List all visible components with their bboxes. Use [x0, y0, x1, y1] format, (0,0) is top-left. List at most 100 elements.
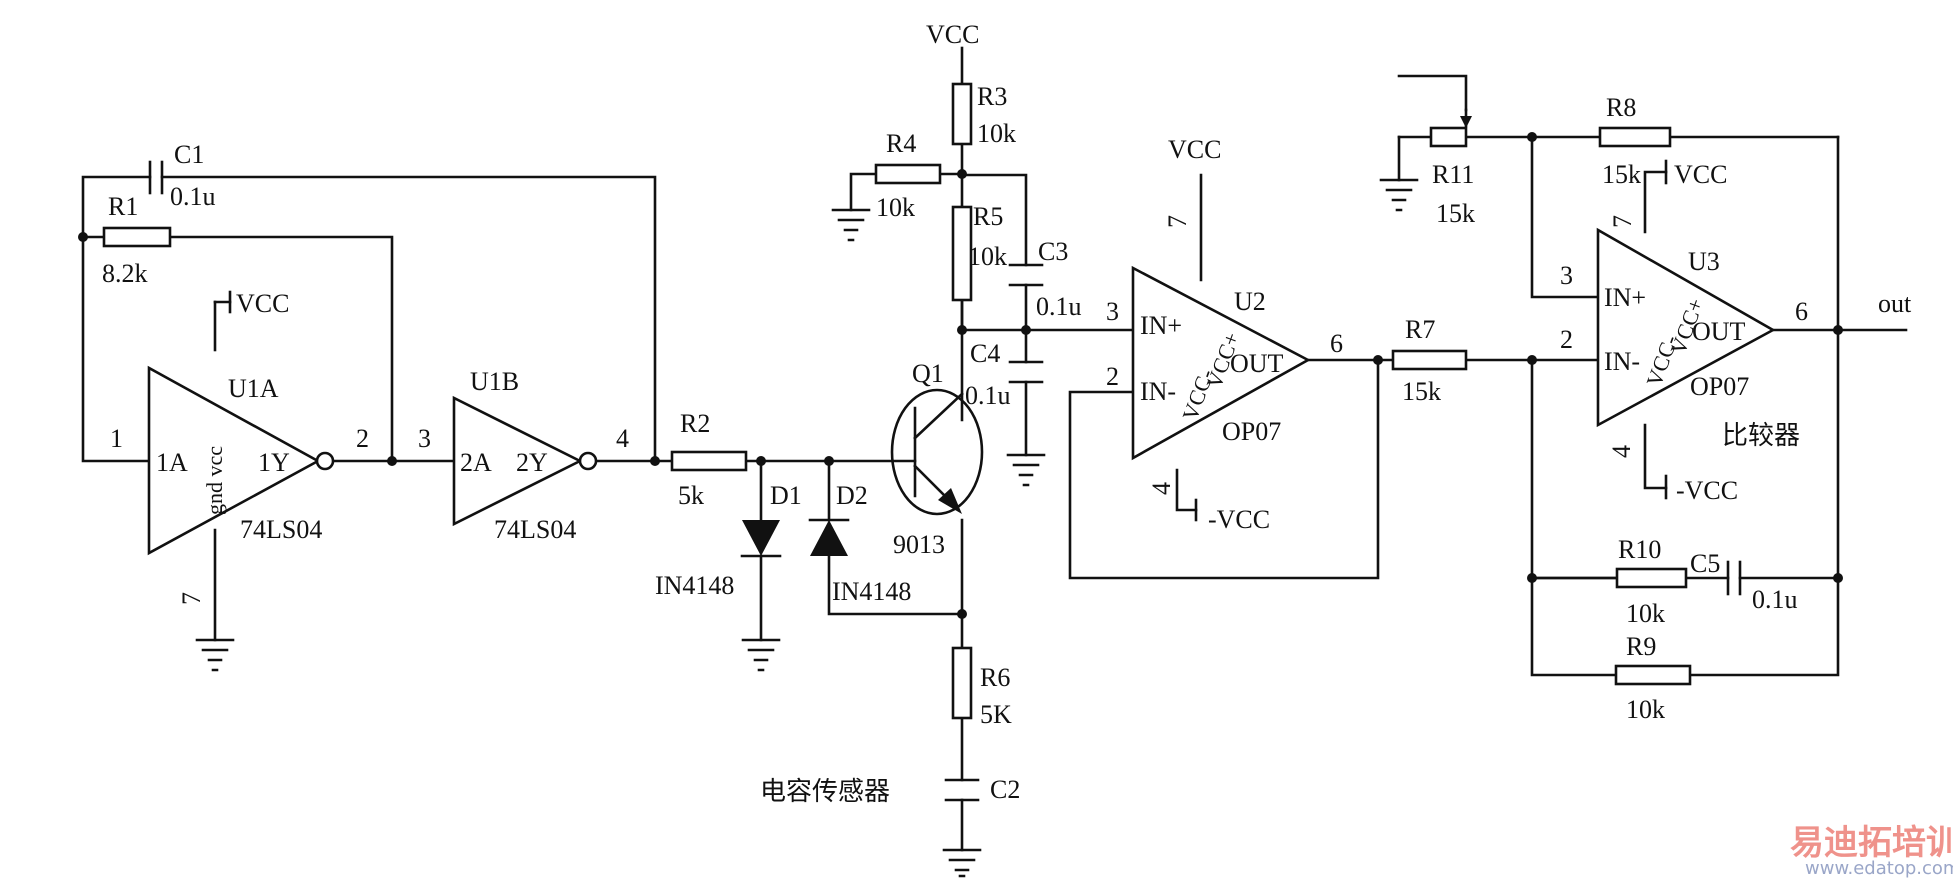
u1b-pin-4: 4 — [616, 424, 629, 453]
d1-part: IN4148 — [655, 571, 734, 600]
u1a-pin-out: 1Y — [258, 448, 290, 477]
r4-value: 10k — [876, 193, 915, 222]
resistor-r8 — [1598, 126, 1672, 148]
c3-value: 0.1u — [1036, 292, 1082, 321]
u1a-power-pins: gnd vcc — [202, 446, 227, 515]
u2-vcc-label: VCC — [1168, 135, 1221, 164]
junction-dot — [957, 169, 967, 179]
capacitor-c2 — [944, 778, 980, 802]
watermark-brand: 易迪拓培训 — [1790, 823, 1953, 863]
opamp-u2 — [1131, 265, 1311, 461]
potentiometer-r11 — [1429, 108, 1472, 148]
d2-label: D2 — [836, 481, 868, 510]
u1b-part: 74LS04 — [494, 515, 576, 544]
capacitor-c1 — [148, 160, 164, 195]
u2-part: OP07 — [1222, 417, 1281, 446]
u2-pin-3: 3 — [1106, 297, 1119, 326]
c1-label: C1 — [174, 140, 204, 169]
u3-inn: IN- — [1604, 347, 1640, 376]
junction-dot — [1373, 355, 1383, 365]
ground-symbol-u1a — [195, 638, 235, 672]
c1-value: 0.1u — [170, 182, 216, 211]
junction-dot — [957, 609, 967, 619]
u2-inp: IN+ — [1140, 311, 1182, 340]
r1-label: R1 — [108, 192, 138, 221]
r5-label: R5 — [973, 202, 1003, 231]
junction-dot — [1833, 573, 1843, 583]
u1a-pin-7: 7 — [177, 592, 206, 605]
u3-neg-vcc-label: -VCC — [1676, 476, 1738, 505]
r9-value: 10k — [1626, 695, 1665, 724]
junction-dot — [1527, 573, 1537, 583]
junction-dot — [78, 232, 88, 242]
junction-dot — [387, 456, 397, 466]
u3-pin-7: 7 — [1608, 215, 1637, 228]
r7-value: 15k — [1402, 377, 1441, 406]
u1b-pin-out: 2Y — [516, 448, 548, 477]
capacitor-c4 — [1008, 360, 1044, 384]
transistor-q1 — [890, 388, 984, 516]
r9-label: R9 — [1626, 632, 1656, 661]
u3-pin-6: 6 — [1795, 297, 1808, 326]
r6-label: R6 — [980, 663, 1010, 692]
inverter-u1b — [452, 395, 598, 527]
junction-dot — [650, 456, 660, 466]
watermark-url: www.edatop.com — [1805, 858, 1953, 878]
ground-symbol-d1 — [741, 638, 781, 672]
u3-ref-label: U3 — [1688, 247, 1720, 276]
u2-ref-label: U2 — [1234, 287, 1266, 316]
junction-dot — [756, 456, 766, 466]
c5-value: 0.1u — [1752, 585, 1798, 614]
r10-value: 10k — [1626, 599, 1665, 628]
u2-neg-vcc-label: -VCC — [1208, 505, 1270, 534]
resistor-r4 — [874, 163, 942, 185]
c2-label: C2 — [990, 775, 1020, 804]
resistor-r9 — [1614, 664, 1692, 686]
ground-symbol-c2 — [942, 848, 982, 878]
r5-value: 10k — [968, 242, 1007, 271]
u2-pin-2: 2 — [1106, 362, 1119, 391]
ground-symbol-r11 — [1379, 178, 1419, 212]
vcc-label-top: VCC — [926, 20, 979, 49]
sensor-label: 电容传感器 — [760, 777, 890, 807]
inverter-u1a — [147, 365, 335, 556]
resistor-r2 — [670, 450, 748, 472]
junction-dots — [78, 132, 1843, 619]
c5-label: C5 — [1690, 549, 1720, 578]
ground-symbol-c4 — [1006, 453, 1046, 487]
r8-label: R8 — [1606, 93, 1636, 122]
junction-dot — [1527, 355, 1537, 365]
u3-pin-3: 3 — [1560, 261, 1573, 290]
r1-value: 8.2k — [102, 259, 148, 288]
resistor-r6 — [951, 646, 973, 720]
c3-label: C3 — [1038, 237, 1068, 266]
r11-value: 15k — [1436, 199, 1475, 228]
u1b-pin-in: 2A — [460, 448, 492, 477]
u1a-pin-2: 2 — [356, 424, 369, 453]
junction-dot — [1527, 132, 1537, 142]
r3-value: 10k — [977, 119, 1016, 148]
junction-dot — [1833, 325, 1843, 335]
u2-pin-7: 7 — [1163, 215, 1192, 228]
r8-value: 15k — [1602, 160, 1641, 189]
r10-label: R10 — [1618, 535, 1661, 564]
u1a-pin-1: 1 — [110, 424, 123, 453]
resistor-r1 — [102, 226, 172, 248]
diode-d2 — [808, 518, 850, 556]
u2-out: OUT — [1230, 349, 1284, 378]
capacitor-c3 — [1008, 263, 1044, 287]
q1-label: Q1 — [912, 359, 944, 388]
resistor-r5 — [951, 205, 973, 302]
u1a-pin-in: 1A — [156, 448, 188, 477]
u1b-ref-label: U1B — [470, 367, 519, 396]
capacitor-c5 — [1726, 560, 1742, 596]
junction-dot — [957, 325, 967, 335]
u3-part: OP07 — [1690, 372, 1749, 401]
u1a-ref-label: U1A — [228, 374, 279, 403]
u1b-pin-3: 3 — [418, 424, 431, 453]
r7-label: R7 — [1405, 315, 1435, 344]
r2-value: 5k — [678, 481, 704, 510]
opamp-u3 — [1596, 227, 1776, 428]
u2-pin-6: 6 — [1330, 329, 1343, 358]
